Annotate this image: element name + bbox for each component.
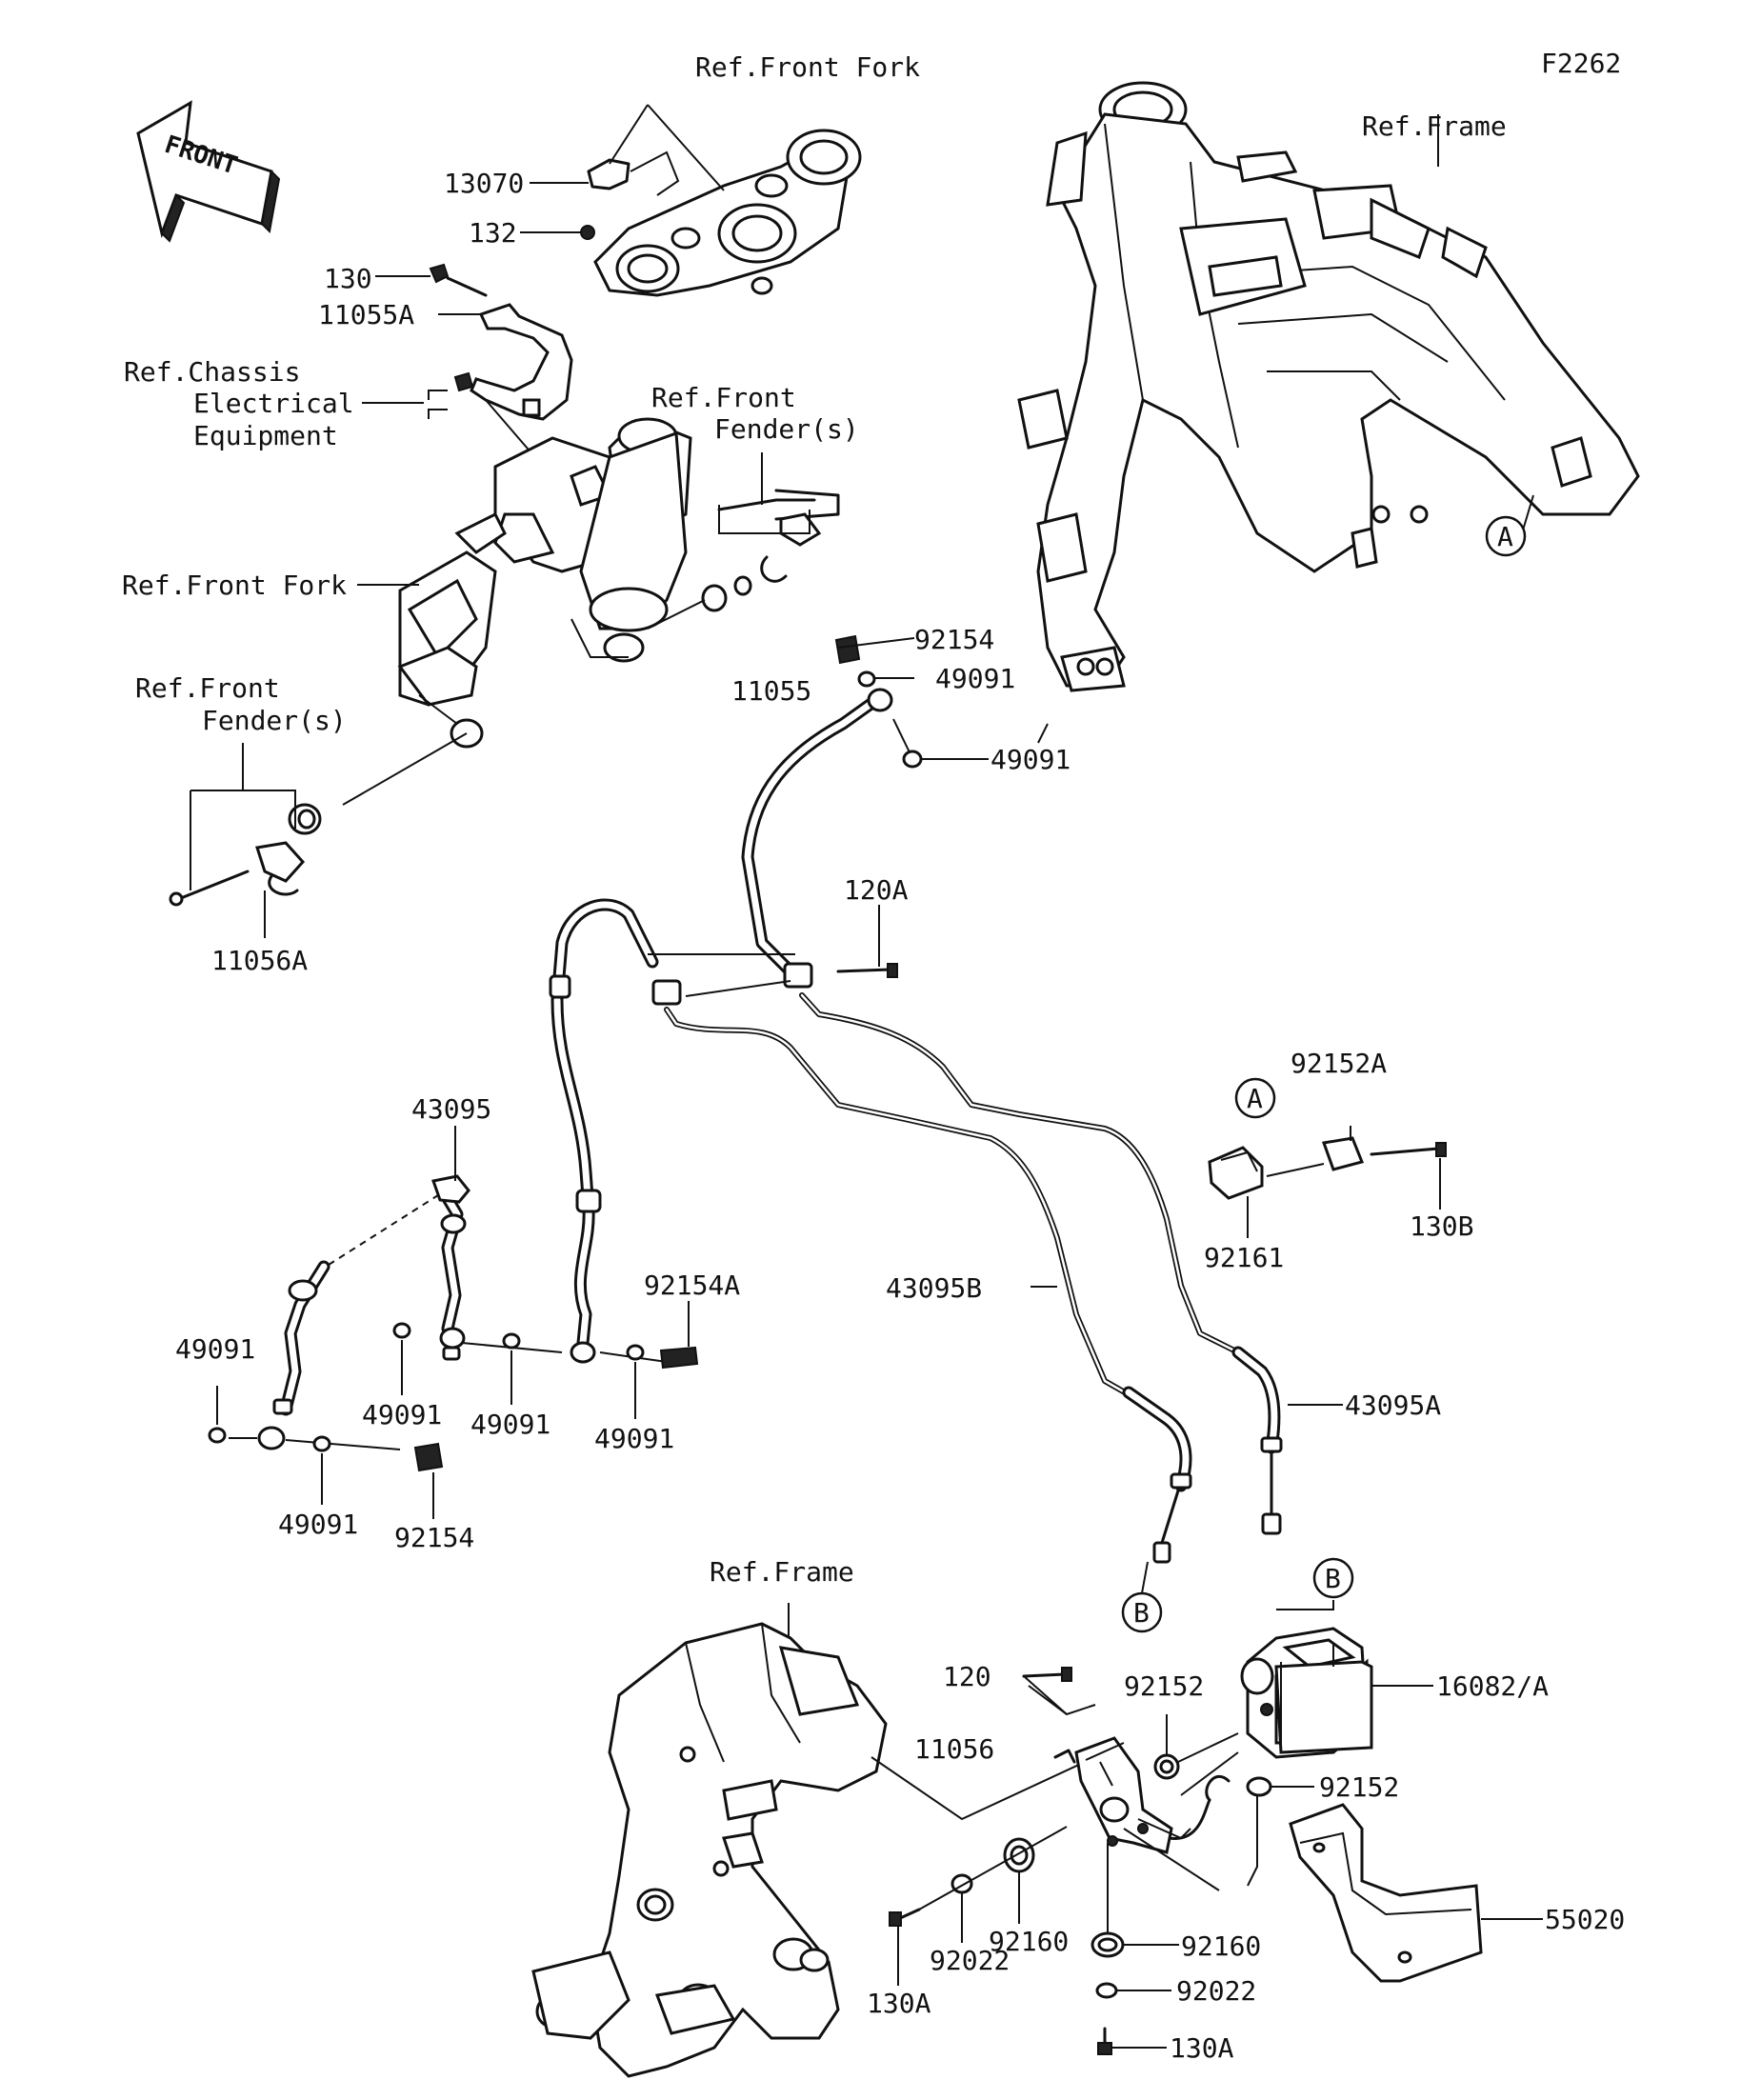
brake-hose-upper-left xyxy=(549,898,682,1364)
brake-hose-upper-right xyxy=(741,688,893,989)
bracket-11056 xyxy=(1074,1736,1231,1854)
washer-49091-l1 xyxy=(208,1427,227,1444)
connector-b-right-label: B xyxy=(1325,1563,1341,1594)
part-label-92154-top: 92154 xyxy=(914,624,994,655)
connector-a-top: A xyxy=(1485,515,1527,557)
bracket-11055A xyxy=(429,263,573,456)
ref-chassis-line2: Electrical xyxy=(193,388,354,419)
bolt-92154A xyxy=(659,1346,699,1370)
part-label-92022-b: 92022 xyxy=(1176,1975,1256,2007)
bolt-120 xyxy=(1022,1672,1067,1678)
front-direction-arrow-icon: FRONT xyxy=(136,100,281,243)
part-label-49091-l3: 49091 xyxy=(470,1409,550,1440)
brake-pipe-43095B xyxy=(664,1007,1192,1564)
washer-49091-top1 xyxy=(857,670,876,688)
part-label-130A-b: 130A xyxy=(1170,2032,1234,2064)
part-label-11056A: 11056A xyxy=(211,945,308,976)
part-label-16082A: 16082/A xyxy=(1436,1670,1549,1702)
part-label-132: 132 xyxy=(469,217,517,249)
part-label-49091-l4: 49091 xyxy=(594,1423,674,1454)
part-label-11056: 11056 xyxy=(914,1733,994,1765)
clamp-11056A xyxy=(169,732,468,907)
ref-front-fork-mid: Ref.Front Fork xyxy=(122,570,347,601)
front-fork-right xyxy=(570,430,688,663)
part-label-49091-top2: 49091 xyxy=(991,744,1071,775)
part-label-49091-l5: 49091 xyxy=(278,1509,358,1540)
ref-front-fender-right-line1: Ref.Front xyxy=(651,382,796,413)
part-label-120: 120 xyxy=(943,1661,991,1692)
part-label-55020: 55020 xyxy=(1545,1904,1625,1935)
part-label-13070: 13070 xyxy=(444,168,524,199)
part-label-92161: 92161 xyxy=(1204,1242,1284,1273)
part-label-49091-l1: 49091 xyxy=(175,1333,255,1365)
grommet-92152-bottom xyxy=(1246,1776,1272,1797)
part-label-130B: 130B xyxy=(1410,1210,1473,1242)
ref-front-fender-left-line2: Fender(s) xyxy=(202,705,347,736)
ref-chassis-line3: Equipment xyxy=(193,420,338,451)
washer-49091-l3 xyxy=(392,1322,411,1339)
part-label-120A: 120A xyxy=(844,874,909,906)
part-label-92152-bottom: 92152 xyxy=(1319,1771,1399,1803)
abs-hydraulic-unit-16082A xyxy=(1240,1627,1373,1759)
frame-bottom-left xyxy=(531,1622,888,2078)
ref-frame-top: Ref.Frame xyxy=(1362,110,1507,142)
nut-132 xyxy=(580,225,595,240)
washer-49091-top2 xyxy=(902,750,923,769)
part-label-49091-top1: 49091 xyxy=(935,663,1015,694)
figure-code: F2262 xyxy=(1541,48,1621,79)
brake-pipe-43095A xyxy=(799,992,1283,1535)
ref-front-fork-top: Ref.Front Fork xyxy=(695,51,920,83)
connector-a-mid-label: A xyxy=(1247,1083,1263,1114)
bolt-92154-top xyxy=(834,634,861,665)
connector-b-left: B xyxy=(1121,1591,1163,1633)
clamp-92152A xyxy=(1266,1136,1365,1177)
part-label-92022-a: 92022 xyxy=(930,1945,1010,1976)
ref-frame-bottom: Ref.Frame xyxy=(710,1556,854,1588)
connector-b-left-label: B xyxy=(1133,1597,1150,1629)
part-label-92154-bottom: 92154 xyxy=(394,1522,474,1553)
ref-front-fender-left-line1: Ref.Front xyxy=(135,672,280,704)
part-label-92160-a: 92160 xyxy=(989,1926,1069,1957)
part-label-11055A: 11055A xyxy=(318,299,414,330)
part-label-130: 130 xyxy=(324,263,372,294)
part-label-43095A: 43095A xyxy=(1345,1390,1441,1421)
frame-top-right xyxy=(1017,81,1640,744)
bracket-13070 xyxy=(587,158,630,190)
front-fork-left xyxy=(397,550,497,749)
connector-a-mid: A xyxy=(1234,1077,1276,1119)
cover-55020 xyxy=(1289,1803,1483,1983)
part-label-130A-a: 130A xyxy=(867,1988,931,2019)
hose-clamp-92161 xyxy=(1208,1146,1264,1200)
washer-92022-b xyxy=(1095,1982,1118,1999)
brake-hose-43095 xyxy=(257,1174,470,1450)
ref-front-fender-right-line2: Fender(s) xyxy=(714,413,859,445)
part-label-43095: 43095 xyxy=(411,1093,491,1125)
connector-a-top-label: A xyxy=(1497,521,1513,552)
washer-49091-l4 xyxy=(502,1332,521,1350)
connector-b-right: B xyxy=(1312,1557,1354,1599)
part-label-92154A: 92154A xyxy=(644,1270,740,1301)
bolt-130B xyxy=(1370,1147,1440,1156)
part-label-92152A: 92152A xyxy=(1291,1048,1387,1079)
part-label-49091-l2: 49091 xyxy=(362,1399,442,1430)
part-label-92152-top: 92152 xyxy=(1124,1670,1204,1702)
upper-fork-clamp xyxy=(593,129,862,297)
part-label-11055: 11055 xyxy=(731,675,811,707)
bolt-92154-bottom xyxy=(413,1442,444,1472)
part-label-92160-b: 92160 xyxy=(1181,1930,1261,1962)
washer-49091-l2 xyxy=(312,1435,331,1452)
part-label-43095B: 43095B xyxy=(886,1272,982,1304)
ref-chassis-line1: Ref.Chassis xyxy=(124,356,300,388)
bolt-120A xyxy=(836,968,892,973)
washer-49091-l5 xyxy=(626,1344,645,1361)
